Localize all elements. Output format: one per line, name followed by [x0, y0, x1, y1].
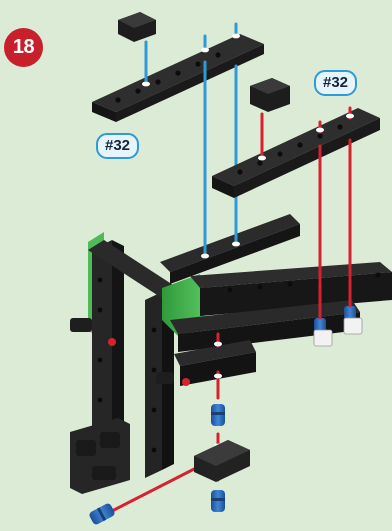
left-vertical-post	[92, 240, 112, 450]
part-label-left: #32	[96, 133, 139, 159]
part-label-right: #32	[314, 70, 357, 96]
side-rod	[70, 318, 92, 332]
red-pin	[108, 338, 116, 346]
step-number-badge: 18	[4, 28, 43, 67]
connector-peg-icon	[211, 404, 225, 426]
connector-peg-icon-lower	[211, 490, 225, 512]
connector-peg-icon-diagonal	[88, 502, 116, 526]
